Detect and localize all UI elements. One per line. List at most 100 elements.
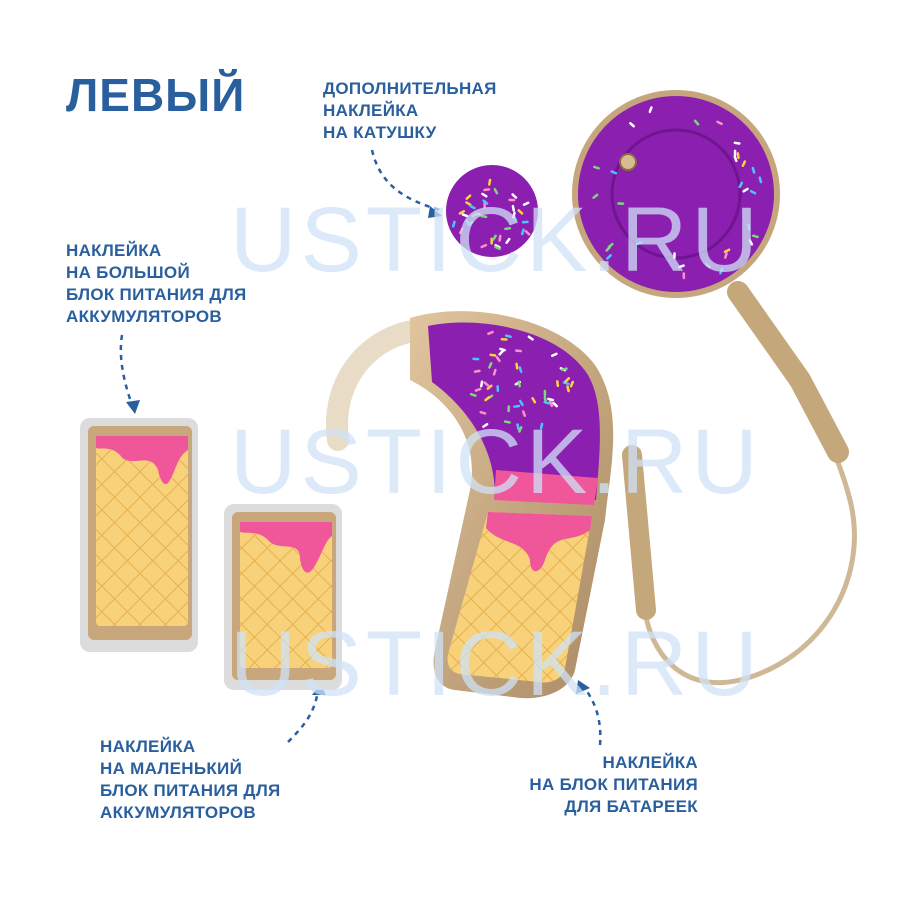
cable-strain-relief	[727, 281, 849, 463]
sprinkle	[483, 188, 491, 192]
sprinkle	[547, 397, 555, 402]
sprinkle	[736, 152, 740, 160]
sprinkle	[487, 330, 494, 336]
sprinkle	[458, 227, 464, 235]
label-line: БЛОК ПИТАНИЯ ДЛЯ	[66, 285, 247, 304]
label-line: АККУМУЛЯТОРОВ	[66, 307, 222, 326]
sprinkle	[593, 165, 600, 170]
label-line: НА МАЛЕНЬКИЙ	[100, 759, 243, 778]
processor-drip	[494, 470, 598, 505]
sprinkle	[493, 187, 499, 195]
sprinkle	[465, 194, 472, 200]
arrow-head	[126, 400, 140, 414]
sprinkle	[758, 176, 763, 184]
sprinkle	[617, 202, 625, 205]
sprinkle	[723, 248, 731, 254]
label-line: НА БЛОК ПИТАНИЯ	[529, 775, 698, 794]
label-line: ДЛЯ БАТАРЕЕК	[564, 797, 698, 816]
sprinkle	[635, 241, 643, 246]
sprinkle	[471, 212, 478, 218]
sprinkle	[520, 228, 525, 236]
sprinkle	[489, 353, 497, 357]
sprinkle	[719, 267, 724, 275]
sprinkle	[733, 149, 737, 157]
sprinkle	[539, 422, 544, 430]
sprinkle	[458, 209, 466, 215]
sprinkle	[527, 335, 534, 341]
sprinkle	[748, 239, 754, 246]
page-title: ЛЕВЫЙ	[66, 69, 246, 121]
sprinkle	[499, 347, 506, 352]
label-line: НАКЛЕЙКА	[323, 101, 419, 120]
arrow-battery-pack	[581, 684, 602, 746]
sprinkle	[556, 380, 560, 388]
sprinkle	[524, 229, 531, 236]
label-line: НАКЛЕЙКА	[66, 241, 162, 260]
sprinkle	[480, 243, 488, 249]
sprinkle	[498, 349, 505, 356]
sprinkle	[518, 399, 524, 407]
sprinkle	[682, 272, 686, 280]
sprinkle	[512, 211, 516, 219]
sprinkle	[716, 120, 723, 126]
sprinkle	[605, 245, 612, 252]
label-big-battery: НАКЛЕЙКА НА БОЛЬШОЙ БЛОК ПИТАНИЯ ДЛЯ АКК…	[66, 240, 247, 328]
sprinkle	[550, 352, 558, 357]
sprinkle	[751, 166, 756, 174]
sprinkle	[648, 106, 653, 114]
sprinkle	[483, 381, 490, 387]
sprinkle	[548, 400, 554, 408]
sprinkle	[465, 219, 471, 226]
label-line: АККУМУЛЯТОРОВ	[100, 803, 256, 822]
sprinkle	[505, 334, 512, 339]
sprinkle	[504, 226, 512, 231]
arrow-head	[576, 680, 590, 694]
sprinkle	[517, 380, 521, 388]
label-line: БЛОК ПИТАНИЯ ДЛЯ	[100, 781, 281, 800]
sprinkle	[505, 237, 511, 244]
sprinkle	[513, 404, 521, 408]
sprinkle	[517, 209, 524, 215]
cable-connector	[622, 445, 656, 620]
sprinkle	[724, 251, 728, 259]
sprinkle	[511, 193, 518, 199]
sprinkle	[733, 141, 741, 145]
sprinkle	[488, 178, 492, 186]
sprinkle	[704, 262, 711, 269]
sprinkle	[480, 214, 488, 219]
sprinkle	[514, 349, 522, 353]
sprinkle	[515, 362, 519, 370]
sprinkle	[678, 264, 685, 269]
battery-pack-drip	[486, 512, 592, 572]
battery-pack-sticker	[447, 512, 592, 683]
coil	[572, 90, 780, 298]
sprinkle	[472, 357, 480, 361]
sprinkle	[498, 234, 502, 242]
processor-sticker-top	[428, 322, 600, 500]
sprinkle	[521, 220, 529, 224]
big-battery-module	[80, 418, 198, 652]
sprinkle	[562, 381, 570, 386]
sprinkle	[531, 397, 537, 404]
sprinkle	[606, 254, 612, 260]
cable	[637, 288, 857, 686]
sprinkle	[494, 245, 501, 251]
sprinkle	[469, 392, 477, 397]
small-battery-module	[224, 504, 342, 690]
sprinkle	[752, 234, 759, 239]
arrow-head	[428, 206, 442, 218]
sprinkle	[474, 387, 482, 392]
sprinkle	[484, 396, 491, 402]
label-line: НАКЛЕЙКА	[602, 753, 698, 772]
ear-hook	[326, 319, 431, 451]
sprinkle	[673, 252, 676, 260]
label-line: НАКЛЕЙКА	[100, 737, 196, 756]
sprinkle	[552, 401, 559, 408]
sprinkle	[518, 366, 523, 373]
sprinkle	[516, 423, 520, 431]
sprinkle	[451, 220, 456, 228]
sprinkle	[543, 389, 547, 397]
coil-sticker-circle	[446, 165, 538, 257]
sprinkle	[469, 204, 476, 210]
